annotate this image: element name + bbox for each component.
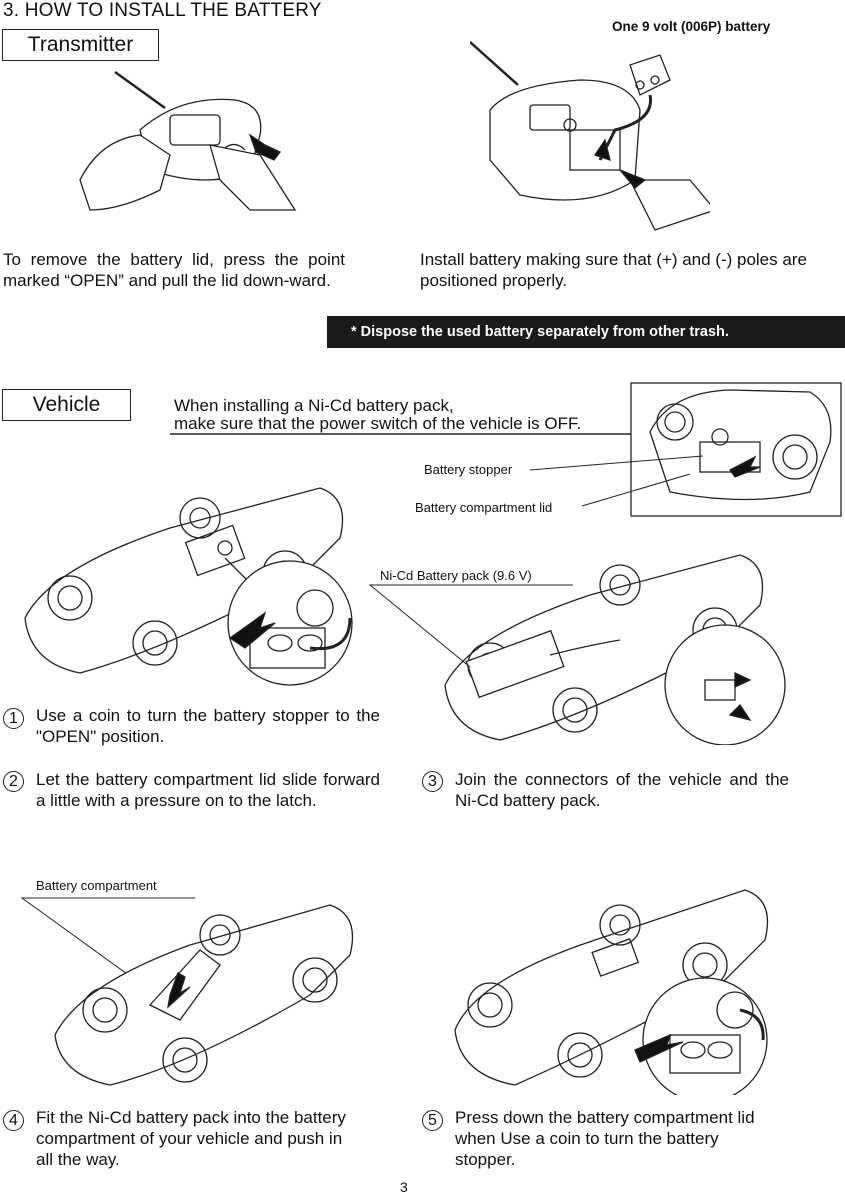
- transmitter-label: Transmitter: [2, 29, 159, 61]
- transmitter-install-illustration: [470, 41, 710, 231]
- battery-9v-callout: One 9 volt (006P) battery: [612, 19, 771, 34]
- vehicle-step4-illustration: [20, 897, 354, 1086]
- step-1-text: Use a coin to turn the battery stopper t…: [36, 706, 380, 746]
- battery-compartment-lid-callout: Battery compartment lid: [415, 500, 553, 515]
- warning-line-1: When installing a Ni-Cd battery pack,: [174, 396, 454, 415]
- step-4-number: 4: [3, 1110, 24, 1131]
- step-2-text: Let the battery compartment lid slide fo…: [36, 770, 380, 810]
- step-3-text: Join the connectors of the vehicle and t…: [455, 770, 789, 810]
- battery-compartment-callout: Battery compartment: [36, 878, 157, 893]
- warning-line-2: make sure that the power switch of the v…: [174, 414, 582, 433]
- transmitter-remove-illustration: [79, 70, 297, 211]
- compartment-lid-leader: [581, 473, 691, 507]
- page-number: 3: [400, 1179, 408, 1195]
- vehicle-closeup-illustration: [630, 382, 842, 517]
- dispose-notice: * Dispose the used battery separately fr…: [327, 316, 845, 348]
- vehicle-label: Vehicle: [2, 389, 131, 421]
- vehicle-step5-illustration: [454, 889, 769, 1095]
- nicd-pack-leader: [368, 584, 573, 668]
- step-5-text: Press down the battery compartment lid w…: [455, 1108, 755, 1169]
- nicd-pack-callout: Ni-Cd Battery pack (9.6 V): [380, 568, 532, 583]
- battery-stopper-callout: Battery stopper: [424, 462, 513, 477]
- step-2-number: 2: [3, 771, 24, 792]
- step-5-number: 5: [422, 1110, 443, 1131]
- step-1-number: 1: [3, 708, 24, 729]
- page-heading: 3. HOW TO INSTALL THE BATTERY: [3, 0, 322, 21]
- step-4-text: Fit the Ni-Cd battery pack into the batt…: [36, 1108, 346, 1169]
- step-3-number: 3: [422, 771, 443, 792]
- install-battery-instruction: Install battery making sure that (+) and…: [420, 250, 807, 290]
- warning-underline: [170, 433, 635, 435]
- vehicle-step1-illustration: [24, 487, 353, 686]
- vehicle-step3-illustration: [444, 554, 786, 745]
- remove-lid-instruction: To remove the battery lid, press the poi…: [3, 250, 345, 290]
- battery-stopper-leader: [529, 455, 704, 471]
